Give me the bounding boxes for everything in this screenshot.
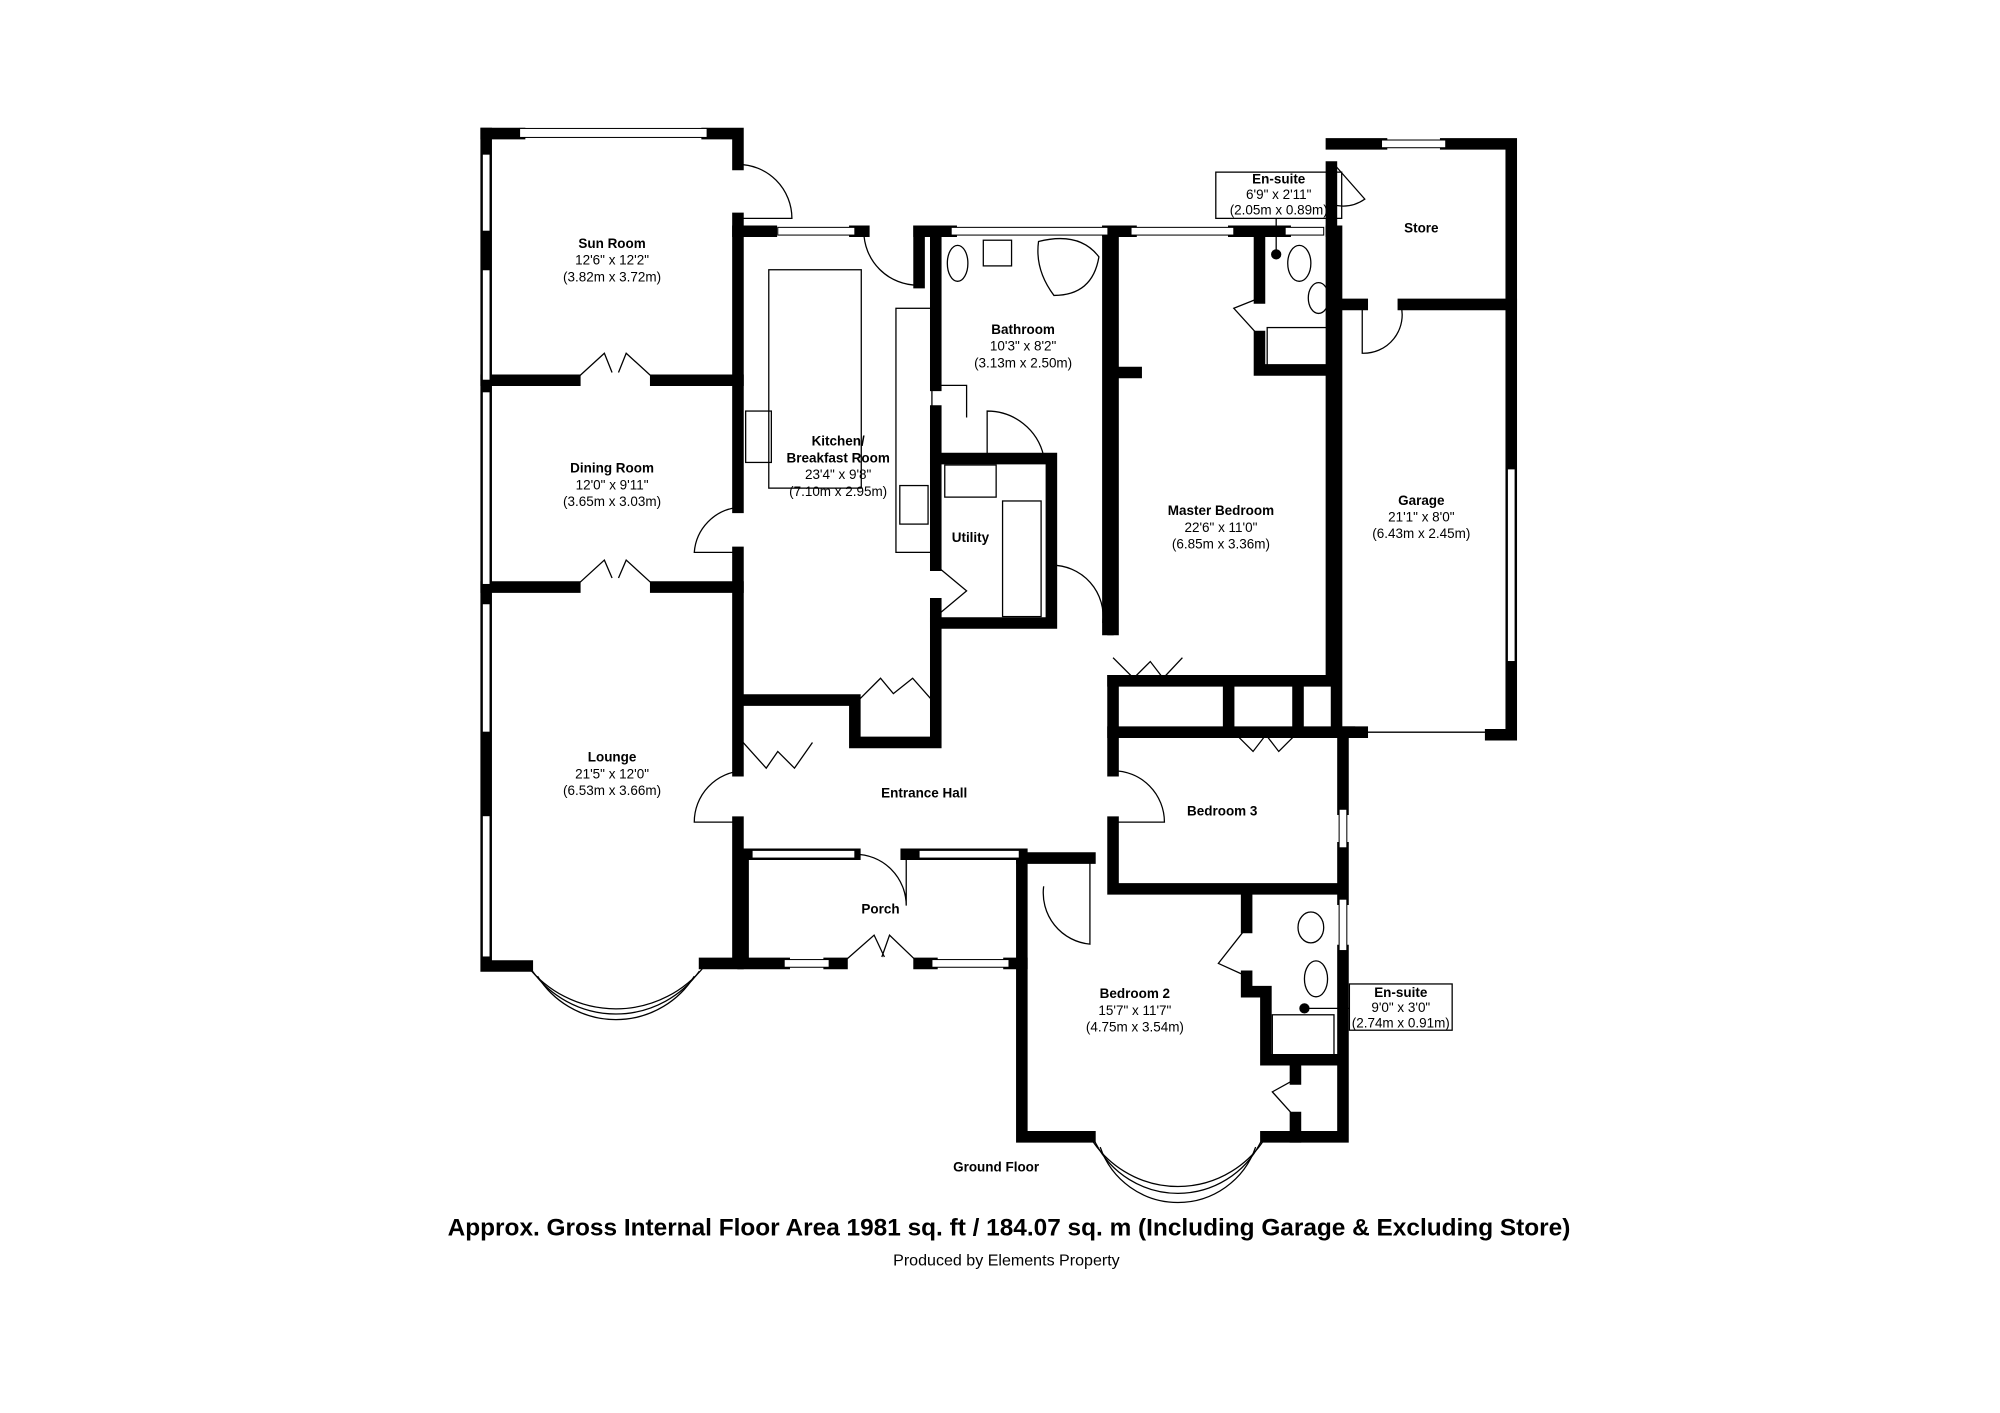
- room-name-line2: Breakfast Room: [786, 450, 889, 465]
- room-size-metric: (6.53m x 3.66m): [563, 783, 661, 798]
- floor-label: Ground Floor: [953, 1160, 1040, 1175]
- room-size-imperial: 21'1" x 8'0": [1388, 510, 1455, 525]
- room-store: Store: [1404, 221, 1439, 236]
- room-size-imperial: 9'0" x 3'0": [1371, 1000, 1430, 1015]
- room-size-imperial: 22'6" x 11'0": [1185, 520, 1258, 535]
- room-utility: Utility: [952, 530, 990, 545]
- room-size-imperial: 12'6" x 12'2": [575, 253, 649, 268]
- room-name: Bedroom 2: [1100, 986, 1170, 1001]
- room-name: Garage: [1398, 493, 1445, 508]
- room-ensuite-1: En-suite 6'9" x 2'11" (2.05m x 0.89m): [1230, 172, 1328, 218]
- room-size-metric: (7.10m x 2.95m): [789, 484, 887, 499]
- room-size-imperial: 12'0" x 9'11": [576, 477, 649, 492]
- fixtures: [745, 237, 1335, 1058]
- room-porch: Porch: [861, 901, 899, 916]
- walls: [480, 127, 1518, 1143]
- producer-credit: Produced by Elements Property: [893, 1251, 1120, 1269]
- room-bathroom: Bathroom 10'3" x 8'2" (3.13m x 2.50m): [974, 322, 1072, 370]
- room-entrance-hall: Entrance Hall: [881, 786, 967, 801]
- room-bedroom-3: Bedroom 3: [1187, 804, 1257, 819]
- room-size-metric: (2.74m x 0.91m): [1352, 1016, 1450, 1031]
- room-size-metric: (6.85m x 3.36m): [1172, 537, 1270, 552]
- room-name: Master Bedroom: [1168, 503, 1274, 518]
- room-kitchen: Kitchen/ Breakfast Room 23'4" x 9'8" (7.…: [786, 434, 889, 499]
- doors: [574, 163, 1403, 1118]
- room-size-imperial: 10'3" x 8'2": [990, 339, 1057, 354]
- room-size-imperial: 6'9" x 2'11": [1246, 187, 1312, 202]
- room-size-imperial: 21'5" x 12'0": [575, 766, 649, 781]
- floor-area-title: Approx. Gross Internal Floor Area 1981 s…: [448, 1215, 1571, 1242]
- room-name: Bathroom: [991, 322, 1055, 337]
- room-garage: Garage 21'1" x 8'0" (6.43m x 2.45m): [1372, 493, 1470, 541]
- room-ensuite-2: En-suite 9'0" x 3'0" (2.74m x 0.91m): [1352, 985, 1450, 1031]
- room-size-metric: (3.65m x 3.03m): [563, 494, 661, 509]
- room-size-imperial: 23'4" x 9'8": [805, 467, 872, 482]
- room-bedroom-2: Bedroom 2 15'7" x 11'7" (4.75m x 3.54m): [1086, 986, 1184, 1034]
- room-size-imperial: 15'7" x 11'7": [1098, 1003, 1171, 1018]
- room-size-metric: (3.13m x 2.50m): [974, 355, 1072, 370]
- ensuite-label-boxes: [1215, 171, 1453, 1031]
- room-size-metric: (2.05m x 0.89m): [1230, 203, 1328, 218]
- room-name: En-suite: [1252, 172, 1306, 187]
- room-name: Lounge: [588, 750, 637, 765]
- room-size-metric: (4.75m x 3.54m): [1086, 1019, 1184, 1034]
- windows: [481, 127, 1516, 968]
- bay-windows: [526, 965, 1267, 1204]
- room-size-metric: (6.43m x 2.45m): [1372, 526, 1470, 541]
- room-sun-room: Sun Room 12'6" x 12'2" (3.82m x 3.72m): [563, 236, 661, 284]
- room-name: En-suite: [1374, 985, 1428, 1000]
- room-name: Dining Room: [570, 461, 654, 476]
- room-lounge: Lounge 21'5" x 12'0" (6.53m x 3.66m): [563, 750, 661, 798]
- room-master-bedroom: Master Bedroom 22'6" x 11'0" (6.85m x 3.…: [1168, 503, 1274, 551]
- room-name: Kitchen/: [812, 434, 865, 449]
- room-size-metric: (3.82m x 3.72m): [563, 269, 661, 284]
- room-dining-room: Dining Room 12'0" x 9'11" (3.65m x 3.03m…: [563, 461, 661, 509]
- room-name: Sun Room: [578, 236, 645, 251]
